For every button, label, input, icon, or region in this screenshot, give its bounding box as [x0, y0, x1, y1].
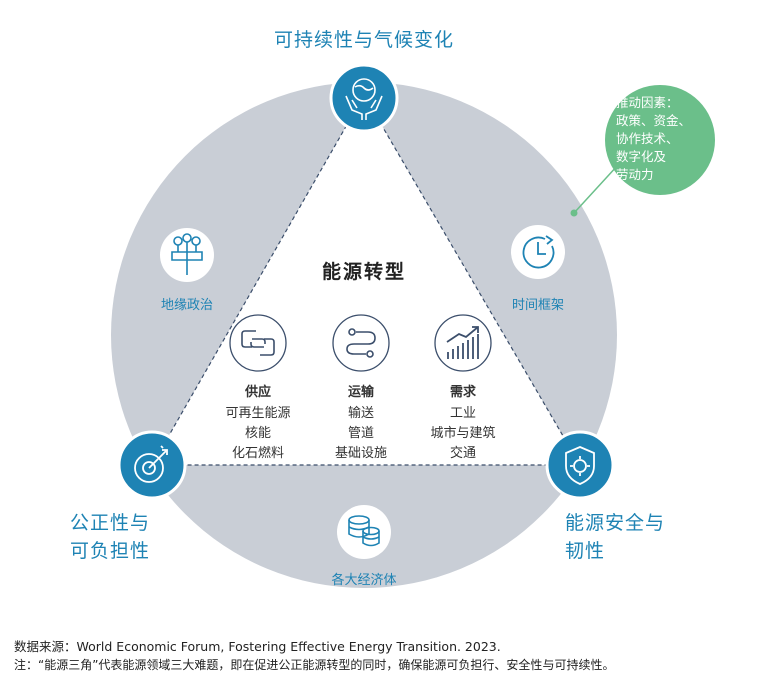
left-vertex-label: 公正性与 可负担性: [70, 509, 190, 565]
demand-line-2: 城市与建筑: [430, 426, 496, 441]
bar-chart-up-icon: [446, 326, 479, 359]
left-vertex-label-line2: 可负担性: [70, 540, 151, 562]
demand-column: 需求 工业 城市与建筑 交通: [413, 381, 513, 464]
demand-line-1: 工业: [449, 406, 476, 421]
left-vertex-badge: [117, 430, 187, 500]
transport-head: 运输: [347, 385, 374, 400]
signpost-icon: [171, 233, 203, 275]
demand-lines: 工业 城市与建筑 交通: [413, 404, 513, 464]
target-icon: [134, 445, 168, 483]
drivers-bubble: [605, 85, 715, 195]
timeframe-label: 时间框架: [511, 298, 564, 313]
center-title: 能源转型: [321, 261, 406, 283]
hands-globe-icon: [345, 78, 383, 120]
footer-note: 注：“能源三角”代表能源领域三大难题，即在促进公正能源转型的同时，确保能源可负担…: [14, 658, 615, 672]
drivers-text: 推动因素： 政策、资金、 协作技术、 数字化及 劳动力: [616, 94, 712, 184]
drivers-line-4: 数字化及: [616, 149, 667, 164]
driver-connector-dot: [570, 209, 578, 217]
top-vertex-badge: [329, 63, 399, 133]
coins-badge: [337, 505, 391, 559]
demand-head: 需求: [449, 385, 476, 400]
clock-badge: [511, 225, 565, 279]
transport-column: 运输 输送 管道 基础设施: [311, 381, 411, 464]
drivers-line-2: 政策、资金、: [616, 113, 692, 128]
link-icon: [241, 330, 275, 356]
drivers-line-3: 协作技术、: [616, 131, 679, 146]
supply-badge: [229, 314, 287, 372]
economies-label: 各大经济体: [331, 573, 397, 588]
supply-head: 供应: [244, 385, 271, 400]
right-vertex-label-line1: 能源安全与: [565, 512, 666, 534]
supply-line-2: 核能: [244, 426, 271, 441]
signpost-badge: [160, 228, 214, 282]
geopolitics-label: 地缘政治: [160, 298, 213, 313]
supply-column: 供应 可再生能源 核能 化石燃料: [208, 381, 308, 464]
supply-line-1: 可再生能源: [225, 406, 291, 421]
left-vertex-label-line1: 公正性与: [70, 512, 151, 534]
right-vertex-badge: [545, 430, 615, 500]
transport-line-2: 管道: [347, 426, 374, 441]
shield-gear-icon: [565, 446, 595, 485]
transport-lines: 输送 管道 基础设施: [311, 404, 411, 464]
transport-badge: [332, 314, 390, 372]
demand-line-3: 交通: [449, 446, 476, 461]
route-icon: [346, 328, 376, 358]
driver-connector: [573, 164, 619, 214]
transport-line-3: 基础设施: [334, 446, 387, 461]
transport-line-1: 输送: [347, 406, 374, 421]
demand-badge: [434, 314, 492, 372]
supply-line-3: 化石燃料: [231, 446, 284, 461]
supply-lines: 可再生能源 核能 化石燃料: [208, 404, 308, 464]
clock-icon: [522, 235, 555, 269]
right-vertex-label-line2: 韧性: [565, 540, 606, 562]
footer-source: 数据来源：World Economic Forum, Fostering Eff…: [14, 639, 501, 654]
footer: 数据来源：World Economic Forum, Fostering Eff…: [14, 638, 614, 674]
top-vertex-label: 可持续性与气候变化: [273, 29, 454, 51]
triangle: [150, 93, 582, 466]
right-vertex-label: 能源安全与 韧性: [565, 509, 705, 565]
coins-icon: [348, 515, 380, 547]
drivers-line-5: 劳动力: [616, 167, 654, 182]
drivers-line-1: 推动因素：: [616, 95, 679, 110]
